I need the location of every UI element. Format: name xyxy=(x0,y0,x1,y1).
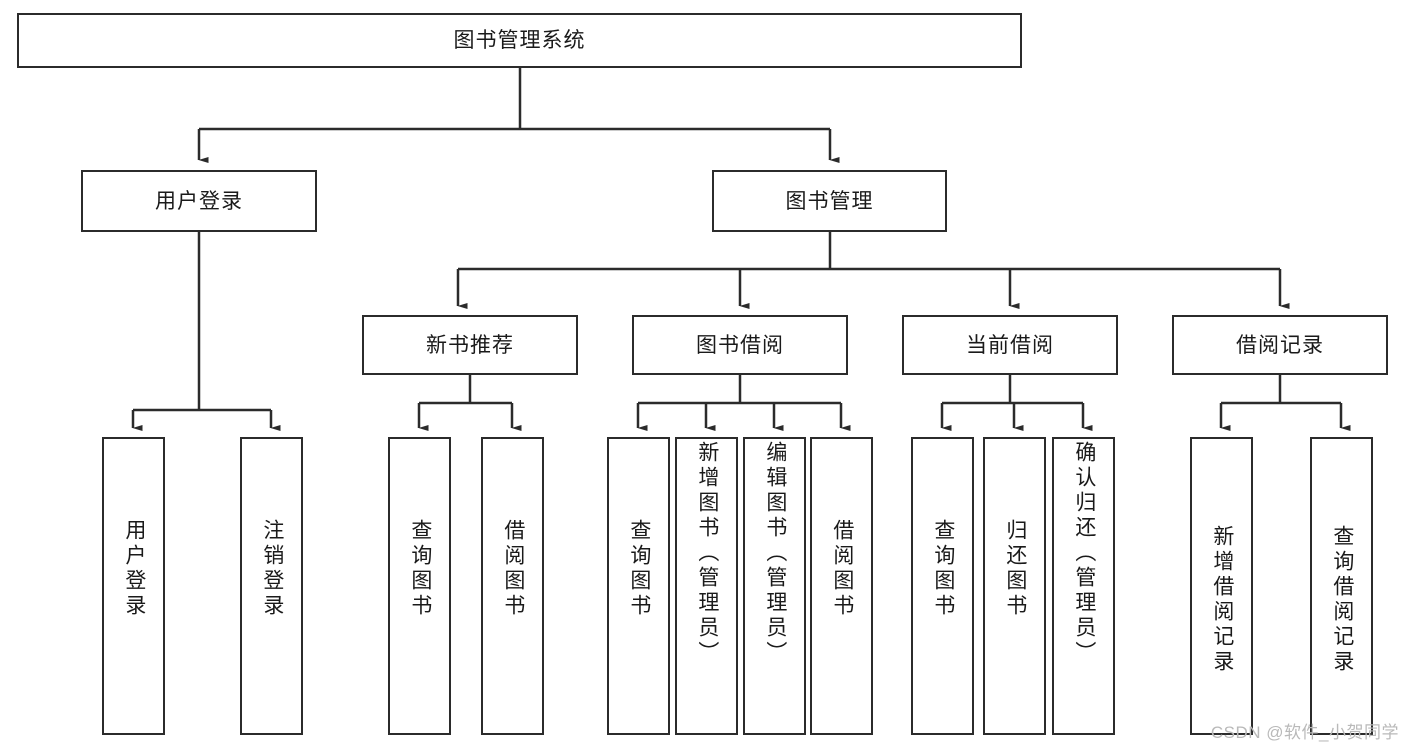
node-new-book-recommend[interactable]: 新书推荐 xyxy=(362,315,578,375)
leaf-query-book-recommend[interactable]: 查询图书 xyxy=(388,437,451,735)
node-user-login-label: 用户登录 xyxy=(155,189,243,213)
leaf-logout-label: 注销登录 xyxy=(260,519,284,619)
node-borrow-record-label: 借阅记录 xyxy=(1236,333,1324,357)
leaf-add-book-admin-label: 新增图书（管理员） xyxy=(695,441,719,666)
leaf-query-borrow-record-label: 查询借阅记录 xyxy=(1330,525,1354,675)
leaf-return-book[interactable]: 归还图书 xyxy=(983,437,1046,735)
node-new-book-recommend-label: 新书推荐 xyxy=(426,333,514,357)
node-book-borrow[interactable]: 图书借阅 xyxy=(632,315,848,375)
leaf-borrow-book-recommend[interactable]: 借阅图书 xyxy=(481,437,544,735)
node-book-management-label: 图书管理 xyxy=(785,189,874,213)
leaf-return-book-label: 归还图书 xyxy=(1003,519,1027,619)
leaf-query-book-borrow-label: 查询图书 xyxy=(627,519,651,619)
leaf-query-book-current[interactable]: 查询图书 xyxy=(911,437,974,735)
node-current-borrow-label: 当前借阅 xyxy=(966,333,1054,357)
node-user-login[interactable]: 用户登录 xyxy=(81,170,317,232)
node-current-borrow[interactable]: 当前借阅 xyxy=(902,315,1118,375)
leaf-borrow-book-label: 借阅图书 xyxy=(830,519,854,619)
leaf-add-borrow-record-label: 新增借阅记录 xyxy=(1210,525,1234,675)
node-root-label: 图书管理系统 xyxy=(453,29,586,52)
leaf-logout[interactable]: 注销登录 xyxy=(240,437,303,735)
leaf-query-borrow-record[interactable]: 查询借阅记录 xyxy=(1310,437,1373,735)
leaf-add-book-admin[interactable]: 新增图书（管理员） xyxy=(675,437,738,735)
leaf-user-login-label: 用户登录 xyxy=(122,519,146,619)
node-root[interactable]: 图书管理系统 xyxy=(17,13,1022,68)
leaf-borrow-book-recommend-label: 借阅图书 xyxy=(501,519,525,619)
leaf-edit-book-admin[interactable]: 编辑图书（管理员） xyxy=(743,437,806,735)
leaf-query-book-borrow[interactable]: 查询图书 xyxy=(607,437,670,735)
node-book-borrow-label: 图书借阅 xyxy=(696,333,784,357)
leaf-query-book-current-label: 查询图书 xyxy=(931,519,955,619)
leaf-confirm-return-admin[interactable]: 确认归还（管理员） xyxy=(1052,437,1115,735)
node-borrow-record[interactable]: 借阅记录 xyxy=(1172,315,1388,375)
leaf-add-borrow-record[interactable]: 新增借阅记录 xyxy=(1190,437,1253,735)
leaf-edit-book-admin-label: 编辑图书（管理员） xyxy=(763,441,787,666)
leaf-query-book-recommend-label: 查询图书 xyxy=(408,519,432,619)
node-book-management[interactable]: 图书管理 xyxy=(712,170,947,232)
leaf-borrow-book[interactable]: 借阅图书 xyxy=(810,437,873,735)
leaf-confirm-return-admin-label: 确认归还（管理员） xyxy=(1072,441,1096,666)
leaf-user-login[interactable]: 用户登录 xyxy=(102,437,165,735)
